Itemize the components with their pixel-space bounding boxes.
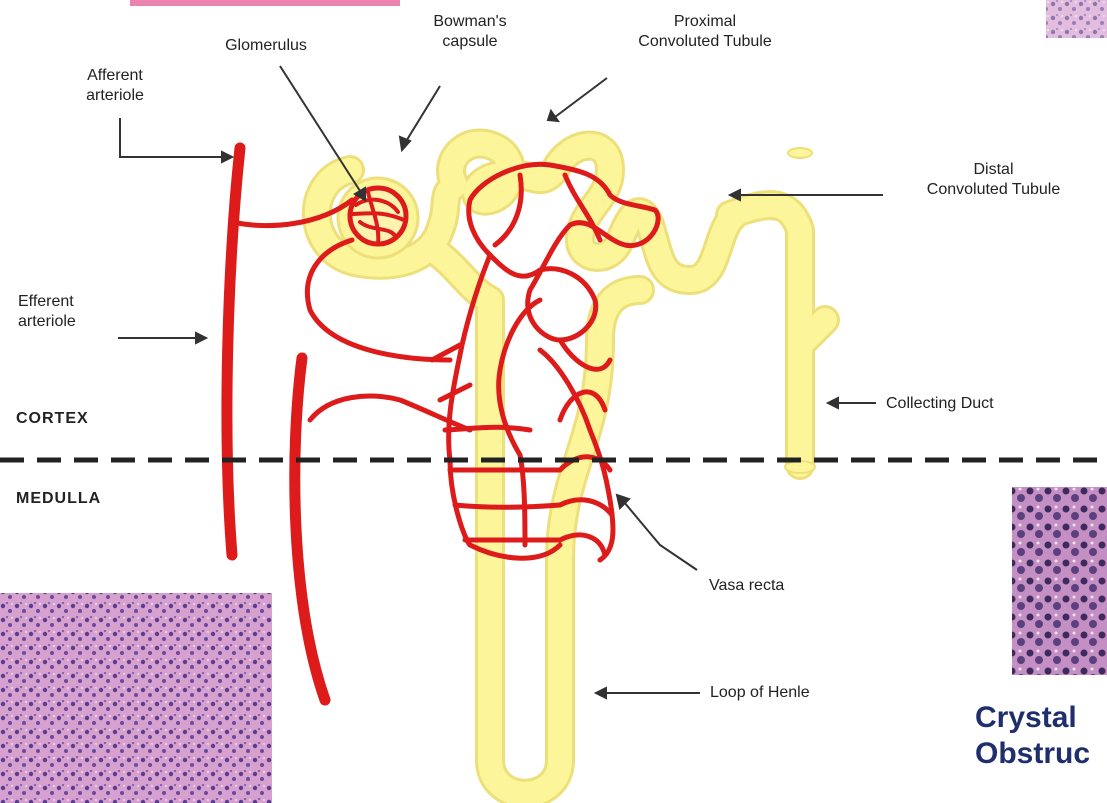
- histology-image-top: [1046, 0, 1107, 38]
- caption-crystal-obstruction: Crystal Obstruc: [975, 700, 1107, 772]
- label-bowmans-capsule: Bowman's capsule: [400, 12, 540, 52]
- label-cortex: CORTEX: [16, 410, 89, 428]
- label-loop-of-henle: Loop of Henle: [710, 683, 890, 703]
- label-vasa-recta: Vasa recta: [709, 576, 859, 596]
- histology-image-left: [0, 593, 272, 803]
- histology-image-right: [1012, 487, 1107, 675]
- label-efferent-arteriole: Efferent arteriole: [18, 292, 138, 332]
- label-afferent-arteriole: Afferent arteriole: [55, 66, 175, 106]
- label-distal-convoluted-tubule: Distal Convoluted Tubule: [880, 160, 1107, 200]
- label-proximal-convoluted-tubule: Proximal Convoluted Tubule: [585, 12, 825, 52]
- label-medulla: MEDULLA: [16, 490, 101, 508]
- label-glomerulus: Glomerulus: [196, 36, 336, 56]
- label-collecting-duct: Collecting Duct: [886, 394, 1086, 414]
- red-title-fragment: [130, 0, 400, 6]
